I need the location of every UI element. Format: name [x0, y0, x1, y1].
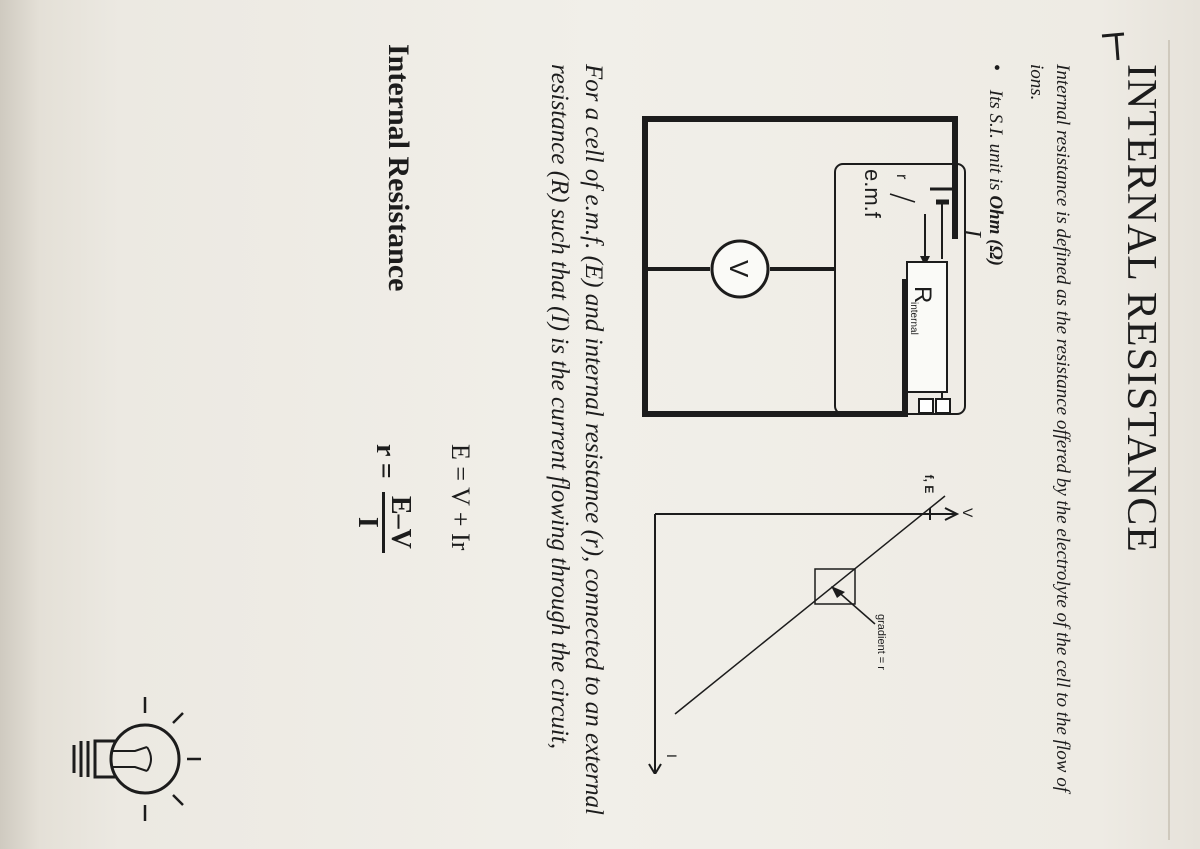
bulb-ray-left [172, 712, 184, 724]
light-bulb-icon [72, 697, 201, 821]
gradient-triangle [814, 568, 856, 605]
current-label: I [959, 228, 985, 238]
bulb-ray-right [172, 794, 184, 806]
si-unit-bullet: • Its S.I. unit is Ohm (Ω) [984, 64, 1007, 266]
emf-label: e.m.f [860, 169, 885, 219]
voltmeter-label: V [724, 260, 754, 278]
circuit-wire-right [835, 279, 908, 417]
corner-mark [1101, 32, 1125, 61]
cell-box [834, 163, 966, 415]
terminal-a [935, 398, 951, 414]
circuit-wire-left [835, 116, 958, 239]
corner-mark-stroke [1101, 32, 1125, 61]
circuit-wire-bottom [642, 116, 835, 417]
equation-numerator: E–V [382, 491, 416, 553]
equation-emf: E = V + Ir [446, 444, 475, 551]
voltmeter-icon [710, 239, 770, 299]
bulb-neck [93, 739, 115, 779]
bulb-glass [109, 723, 181, 795]
equation-lhs: r = [370, 444, 402, 479]
gradient-pointer-icon [834, 588, 876, 625]
terminal-b [918, 398, 934, 414]
graph-line [674, 495, 946, 715]
page-edge-shadow [1168, 40, 1170, 840]
document-page: INTERNAL RESISTANCE Internal resistance … [25, 24, 1175, 824]
equation-internal-resistance: r = E–V I [352, 444, 416, 553]
explanation-paragraph: For a cell of e.m.f. (E) and internal re… [546, 64, 607, 815]
intercept-label: Emf, E [922, 474, 936, 493]
resistor-label: R [909, 286, 936, 303]
si-unit-value: Ohm (Ω) [985, 195, 1006, 266]
circuit-diagram: I r e.m.f R internal V [642, 116, 985, 417]
si-unit-prefix: Its S.I. unit is [985, 89, 1006, 191]
resistor-subscript: internal [908, 302, 919, 335]
bullet-icon: • [985, 64, 1007, 72]
bulb-filament [111, 746, 152, 772]
gradient-arrowhead-icon [831, 586, 845, 598]
y-axis-label: V [960, 508, 975, 518]
x-axis-arrow-icon [648, 763, 662, 774]
v-i-graph: V I Emf, E gradient = r [648, 474, 975, 774]
x-axis-label: I [664, 754, 680, 758]
r-pointer-icon [889, 193, 916, 203]
y-axis-arrow-icon [944, 507, 960, 521]
definition-text: Internal resistance is defined as the re… [1026, 64, 1073, 792]
r-label: r [893, 174, 910, 180]
equation-denominator: I [352, 516, 383, 528]
page-title: INTERNAL RESISTANCE [1118, 64, 1164, 553]
gradient-label: gradient = r [875, 614, 887, 670]
internal-resistance-label: Internal Resistance [382, 44, 415, 292]
equation-fraction: E–V I [352, 491, 416, 553]
internal-resistor [906, 261, 948, 393]
